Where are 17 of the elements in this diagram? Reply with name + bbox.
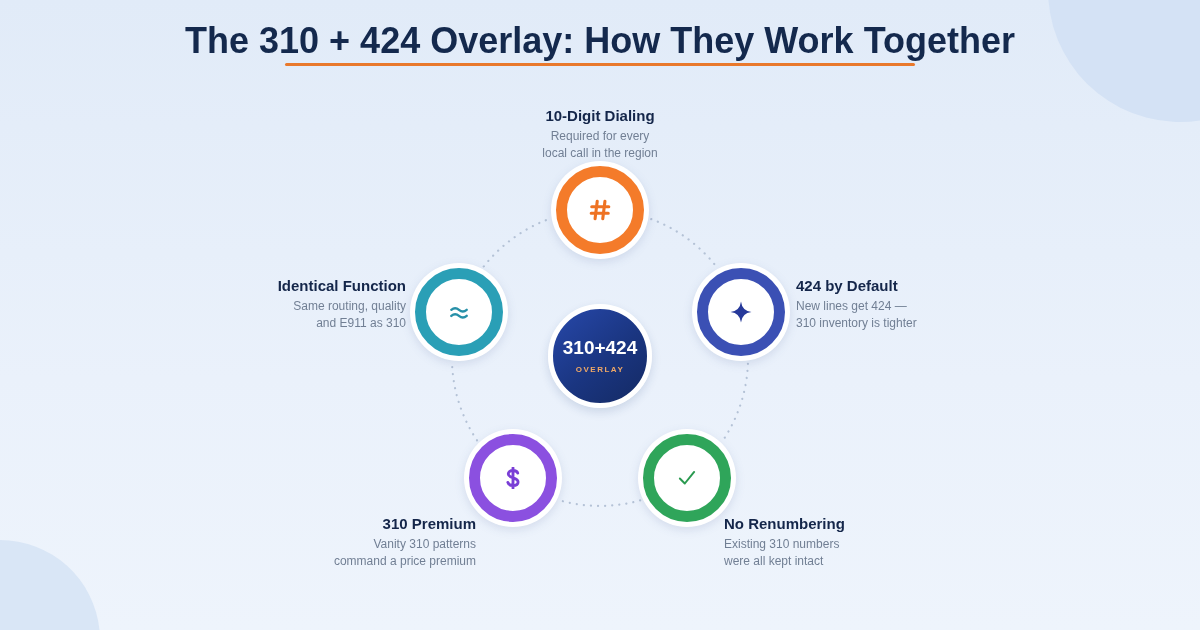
node-heading: 310 Premium <box>382 514 476 533</box>
node-heading: No Renumbering <box>724 514 845 533</box>
node-heading: 10-Digit Dialing <box>545 106 655 125</box>
node-description: Required for every local call in the region <box>541 128 659 162</box>
dotted-connector <box>650 218 718 268</box>
node-heading: 424 by Default <box>796 276 898 295</box>
dotted-connector <box>721 362 749 442</box>
hub-label: 310+424 <box>562 337 638 359</box>
hub-circle <box>548 304 652 408</box>
node-description: New lines get 424 — 310 inventory is tighter <box>796 298 918 332</box>
node-heading: Identical Function <box>277 276 406 295</box>
hub-sublabel: OVERLAY <box>575 365 625 375</box>
title: The 310 + 424 Overlay: How They Work Together <box>185 20 1015 62</box>
dotted-connector <box>482 218 550 268</box>
node-description: Existing 310 numbers were all kept intact <box>724 536 841 570</box>
node-description: Same routing, quality and E911 as 310 <box>292 298 406 332</box>
node-description: Vanity 310 patterns command a price premium <box>332 536 476 570</box>
